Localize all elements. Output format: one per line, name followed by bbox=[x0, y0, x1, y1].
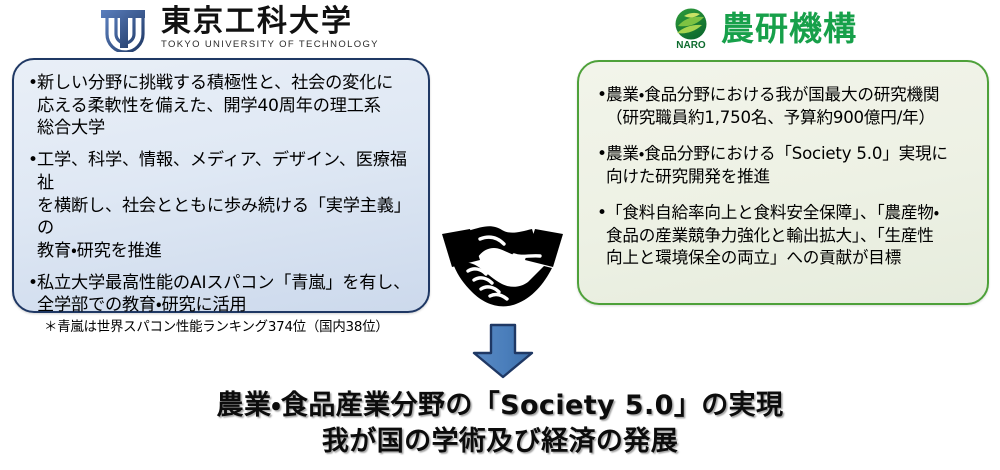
right-org-bullet-list: • 農業・食品分野における我が国最大の研究機関 （研究職員約1,750名、予算約… bbox=[579, 62, 987, 303]
left-org-panel: • 新しい分野に挑戦する積極性と、社会の変化に 応える柔軟性を備えた、開学40周… bbox=[12, 58, 430, 335]
down-arrow-icon bbox=[470, 322, 536, 380]
list-item: • 工学、科学、情報、メディア、デザイン、医療福祉 を横断し、社会とともに歩み続… bbox=[28, 149, 418, 263]
right-org-name-jp: 農研機構 bbox=[721, 8, 857, 48]
headline-line-2: 我が国の学術及び経済の発展 bbox=[321, 425, 679, 457]
bullet-dot-icon: • bbox=[597, 203, 608, 224]
right-org-panel: • 農業・食品分野における我が国最大の研究機関 （研究職員約1,750名、予算約… bbox=[577, 60, 989, 305]
handshake-icon bbox=[440, 222, 565, 314]
tut-monogram-icon bbox=[97, 4, 153, 52]
list-item: • 「食料自給率向上と食料安全保障」、「農産物・ 食品の産業競争力強化と輸出拡大… bbox=[597, 202, 977, 270]
left-org-header: 東京工科大学 TOKYO UNIVERSITY OF TECHNOLOGY bbox=[97, 2, 379, 54]
page-title: 農業・食品産業分野の「Society 5.0」の実現 我が国の学術及び経済の発展 bbox=[0, 388, 1000, 459]
right-org-header: NARO 農研機構 bbox=[671, 2, 857, 54]
naro-leaf-icon: NARO bbox=[671, 6, 715, 50]
left-org-wordmark: 東京工科大学 TOKYO UNIVERSITY OF TECHNOLOGY bbox=[161, 6, 379, 51]
list-item: • 新しい分野に挑戦する積極性と、社会の変化に 応える柔軟性を備えた、開学40周… bbox=[28, 72, 418, 140]
list-item: • 私立大学最高性能のAIスパコン「青嵐」を有し、 全学部での教育・研究に活用 bbox=[28, 272, 418, 317]
list-item-label: 工学、科学、情報、メディア、デザイン、医療福祉 を横断し、社会とともに歩み続ける… bbox=[37, 150, 411, 261]
left-org-bullet-list: • 新しい分野に挑戦する積極性と、社会の変化に 応える柔軟性を備えた、開学40周… bbox=[14, 60, 428, 335]
bullet-dot-icon: • bbox=[28, 73, 39, 93]
list-item-label: 私立大学最高性能のAIスパコン「青嵐」を有し、 全学部での教育・研究に活用 bbox=[37, 272, 411, 316]
left-org-name-en: TOKYO UNIVERSITY OF TECHNOLOGY bbox=[161, 39, 379, 51]
left-org-name-jp: 東京工科大学 bbox=[161, 3, 353, 39]
bullet-dot-icon: • bbox=[597, 85, 608, 105]
svg-text:NARO: NARO bbox=[676, 40, 706, 50]
list-item-label: 「食料自給率向上と食料安全保障」、「農産物・ 食品の産業競争力強化と輸出拡大」、… bbox=[606, 203, 940, 268]
list-item-label: 新しい分野に挑戦する積極性と、社会の変化に 応える柔軟性を備えた、開学40周年の… bbox=[37, 73, 394, 139]
bullet-dot-icon: • bbox=[28, 150, 39, 171]
list-item: • 農業・食品分野における我が国最大の研究機関 （研究職員約1,750名、予算約… bbox=[597, 84, 977, 129]
list-item: • 農業・食品分野における「Society 5.0」実現に 向けた研究開発を推進 bbox=[597, 143, 977, 188]
list-item-label: 農業・食品分野における我が国最大の研究機関 （研究職員約1,750名、予算約90… bbox=[606, 85, 940, 127]
list-item-label: 農業・食品分野における「Society 5.0」実現に 向けた研究開発を推進 bbox=[606, 144, 948, 186]
bullet-dot-icon: • bbox=[597, 144, 608, 165]
left-org-footnote: ＊青嵐は世界スパコン性能ランキング374位（国内38位） bbox=[44, 320, 389, 336]
bullet-dot-icon: • bbox=[28, 272, 39, 293]
headline-line-1: 農業・食品産業分野の「Society 5.0」の実現 bbox=[216, 390, 784, 421]
